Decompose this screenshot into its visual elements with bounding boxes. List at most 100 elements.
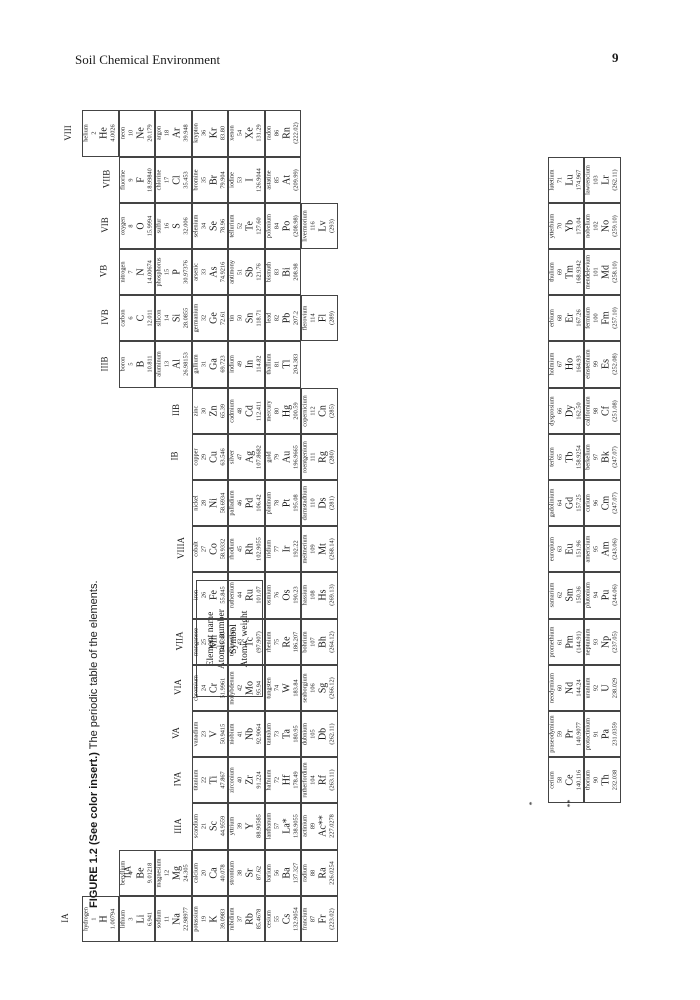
atomic-weight: (293)	[328, 219, 336, 233]
atomic-number: 57	[272, 823, 280, 830]
atomic-weight: 69.723	[219, 355, 227, 374]
element-name: rubidium	[228, 907, 236, 931]
element-symbol: Cm	[600, 495, 612, 511]
atomic-number: 109	[309, 544, 317, 555]
atomic-weight: 78.96	[219, 218, 227, 233]
atomic-weight: 164.93	[575, 355, 583, 374]
element-symbol: Eu	[563, 543, 575, 555]
atomic-weight: (223.02)	[328, 908, 336, 930]
atomic-number: 2	[90, 131, 98, 136]
element-symbol: Tb	[563, 451, 575, 463]
atomic-weight: (208.98)	[292, 215, 300, 237]
element-name: hassium	[301, 585, 309, 606]
element-symbol: In	[244, 360, 256, 369]
element-name: helium	[82, 124, 90, 143]
element-name: berkelium	[584, 444, 592, 470]
atomic-number: 29	[199, 453, 207, 461]
element-name: lawrencium	[584, 164, 592, 195]
atomic-number: 102	[592, 221, 600, 231]
atomic-weight: 40.078	[219, 864, 227, 882]
atomic-weight: (269.13)	[328, 584, 336, 607]
atomic-number: 16	[163, 222, 171, 230]
atomic-number: 42	[236, 684, 244, 692]
element-symbol: Ta	[280, 729, 292, 740]
atomic-weight: 138.9055	[292, 814, 300, 839]
element-symbol: Rb	[244, 913, 256, 925]
element-symbol: W	[280, 683, 292, 693]
group-label: VB	[97, 264, 108, 278]
atomic-number: 22	[199, 777, 207, 784]
atomic-number: 9	[126, 178, 134, 182]
element-symbol: Si	[171, 314, 183, 323]
atomic-number: 13	[163, 361, 171, 368]
atomic-number: 89	[309, 823, 317, 830]
atomic-number: 8	[126, 224, 134, 228]
element-name: flerovium	[301, 305, 309, 331]
element-name: plutonium	[584, 582, 592, 609]
group-label: IIIB	[99, 356, 109, 371]
element-symbol: Bk	[600, 451, 612, 463]
atomic-weight: 72.61	[219, 311, 227, 326]
element-name: einsteinium	[584, 349, 592, 380]
atomic-number: 93	[592, 638, 600, 645]
element-name: indium	[228, 355, 236, 374]
element-name: neon	[119, 127, 126, 140]
element-symbol: Hg	[280, 404, 292, 417]
element-name: protactinium	[584, 718, 592, 751]
group-label: VIIIA	[175, 537, 186, 560]
atomic-number: 58	[555, 777, 563, 784]
element-name: hydrogen	[82, 907, 90, 931]
element-symbol: Ir	[280, 545, 292, 553]
atomic-weight: 151.96	[575, 540, 583, 558]
atomic-number: 28	[199, 499, 207, 507]
atomic-number: 73	[272, 730, 280, 738]
atomic-weight: 140.9077	[575, 722, 583, 746]
atomic-weight: (266.12)	[328, 677, 336, 699]
element-symbol: Ac**	[317, 815, 329, 838]
element-symbol: Hs	[317, 589, 329, 602]
atomic-number: 76	[272, 592, 280, 599]
atomic-number: 59	[555, 730, 563, 738]
atomic-number: 50	[236, 315, 244, 322]
atomic-number: 77	[272, 546, 280, 553]
element-symbol: V	[207, 730, 219, 738]
atomic-weight: 183.84	[292, 679, 300, 697]
element-name: platinum	[265, 491, 272, 515]
element-symbol: C	[134, 314, 146, 322]
element-name: lead	[265, 313, 272, 324]
atomic-weight: 121.76	[255, 263, 263, 281]
element-symbol: Ds	[317, 497, 329, 509]
group-label: VIB	[99, 217, 110, 233]
atomic-weight: 208.98	[292, 263, 300, 281]
element-symbol: Ho	[563, 358, 575, 371]
element-symbol: Os	[280, 589, 292, 602]
element-name: selenium	[192, 214, 199, 238]
atomic-number: 71	[555, 176, 563, 183]
periodic-table: Element name Atomic number Symbol Atomic…	[60, 110, 672, 942]
element-symbol: Ce	[563, 774, 575, 786]
element-symbol: B	[134, 361, 146, 368]
atomic-weight: (262.11)	[611, 169, 619, 191]
atomic-number: 51	[236, 268, 244, 276]
atomic-number: 75	[272, 638, 280, 645]
element-name: titanium	[192, 769, 199, 791]
atomic-weight: 196.9665	[292, 445, 300, 469]
